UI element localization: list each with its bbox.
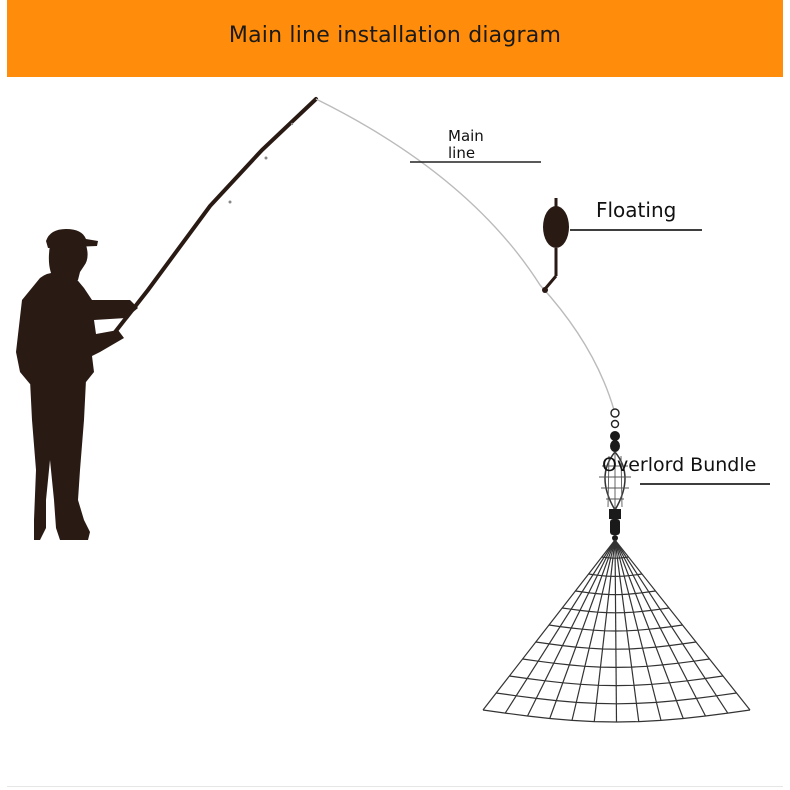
float-icon	[542, 198, 569, 293]
hook-net-fan	[482, 539, 751, 723]
main-line-curve	[315, 98, 615, 411]
bait-cage-icon	[599, 450, 631, 541]
title-banner: Main line installation diagram	[7, 0, 783, 77]
diagram-title: Main line installation diagram	[228, 23, 562, 48]
main-line-label-2: line	[448, 144, 475, 162]
floating-label: Floating	[596, 198, 676, 222]
fisherman-silhouette	[16, 229, 138, 540]
swivel-beads	[610, 408, 620, 452]
overlord-bundle-label: Overlord Bundle	[602, 454, 756, 476]
fishing-rod	[110, 97, 318, 338]
bottom-divider	[7, 786, 783, 787]
main-line-label-1: Main	[448, 127, 484, 145]
